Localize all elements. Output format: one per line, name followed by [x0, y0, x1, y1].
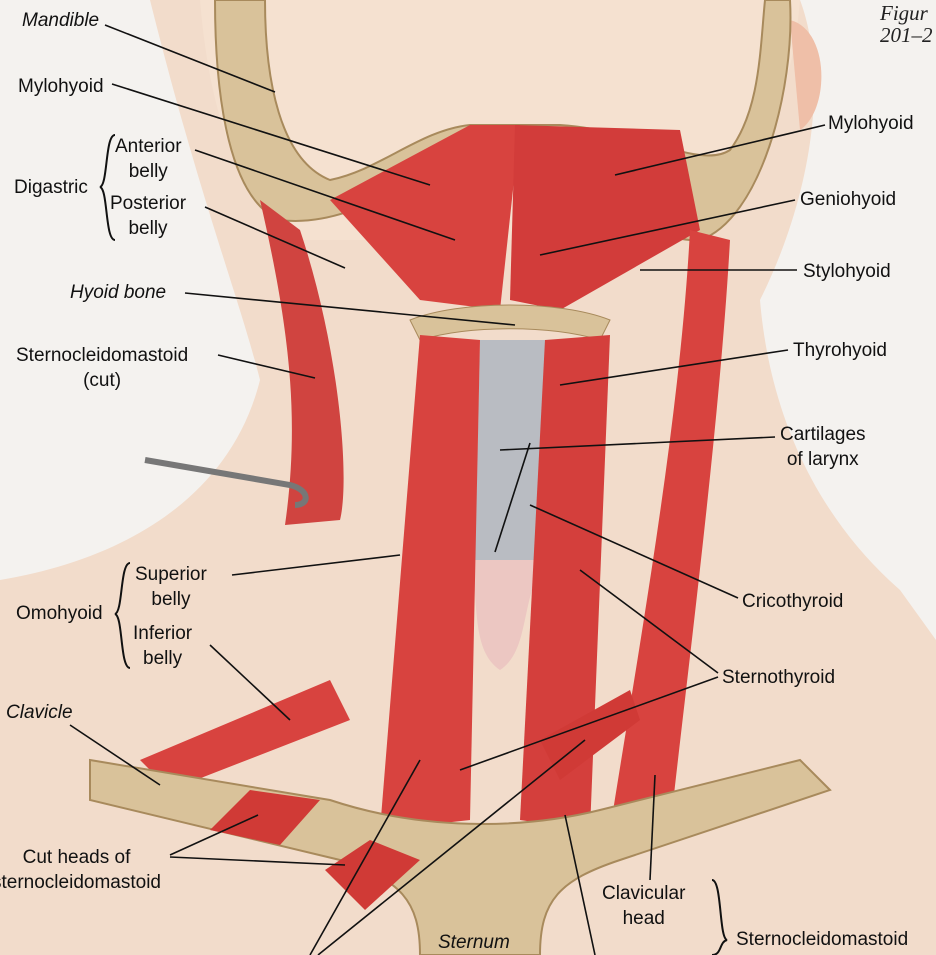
cut-head-center — [325, 840, 420, 910]
label-cut-heads: Cut heads of sternocleidomastoid — [0, 845, 161, 895]
thyroid-gland — [470, 560, 545, 670]
label-cartilages-of-larynx: Cartilages of larynx — [780, 422, 866, 472]
label-posterior-belly: Posterior belly — [110, 191, 186, 241]
label-text: belly — [128, 218, 168, 239]
label-scm-cut: Sternocleidomastoid (cut) — [16, 343, 188, 393]
label-sternum: Sternum — [438, 932, 510, 953]
label-text: Cartilages — [780, 424, 866, 445]
label-mylohyoid-left: Mylohyoid — [18, 76, 104, 97]
hyoid-bone-shape — [409, 304, 611, 341]
sternohyoid-right — [520, 335, 610, 830]
label-clavicular-head: Clavicular head — [602, 881, 685, 931]
retractor-probe — [144, 457, 309, 508]
label-text: of larynx — [786, 449, 859, 470]
figure-ref-line2: 201–2 — [880, 23, 933, 47]
label-sternocleidomastoid-bottom: Sternocleidomastoid — [736, 929, 909, 950]
sternohyoid-left — [380, 335, 480, 830]
omohyoid-inferior — [140, 680, 350, 790]
label-text: head — [622, 908, 665, 929]
label-mylohyoid-right: Mylohyoid — [828, 113, 914, 134]
label-inferior-belly: Inferior belly — [133, 621, 192, 671]
label-text: belly — [151, 589, 191, 610]
label-text: (cut) — [83, 370, 122, 391]
mylohyoid-muscle-right — [510, 125, 700, 310]
brackets — [99, 134, 728, 955]
label-text: belly — [128, 161, 168, 182]
figure-ref: Figur 201–2 — [880, 2, 933, 46]
label-hyoid-bone: Hyoid bone — [70, 282, 167, 303]
label-text: Posterior — [110, 193, 187, 214]
label-mandible: Mandible — [22, 10, 100, 31]
figure-ref-line1: Figur — [880, 1, 928, 25]
label-text: Cut heads of — [22, 847, 131, 868]
label-text: Anterior — [115, 136, 182, 157]
leader-lines — [69, 24, 826, 955]
label-anterior-belly: Anterior belly — [115, 134, 182, 184]
label-geniohyoid: Geniohyoid — [800, 189, 897, 210]
scm-cut-left — [260, 200, 344, 525]
cut-head-left — [210, 790, 320, 845]
label-text: Inferior — [133, 623, 193, 644]
mylohyoid-muscle — [330, 125, 520, 310]
label-thyrohyoid: Thyrohyoid — [793, 340, 887, 361]
label-digastric: Digastric — [14, 177, 88, 198]
label-text: Sternocleidomastoid — [16, 345, 189, 366]
ear — [790, 20, 822, 130]
label-sternothyroid: Sternothyroid — [722, 667, 836, 688]
sternothyroid-cut — [540, 690, 640, 780]
label-omohyoid: Omohyoid — [16, 603, 103, 624]
label-clavicle: Clavicle — [6, 702, 73, 723]
label-text: belly — [143, 648, 183, 669]
label-text: sternocleidomastoid — [0, 872, 161, 893]
label-text: Superior — [135, 564, 207, 585]
label-superior-belly: Superior belly — [135, 562, 207, 612]
label-cricothyroid: Cricothyroid — [742, 591, 844, 612]
label-text: Clavicular — [602, 883, 686, 904]
scm-right — [610, 230, 730, 830]
label-stylohyoid: Stylohyoid — [803, 261, 891, 282]
